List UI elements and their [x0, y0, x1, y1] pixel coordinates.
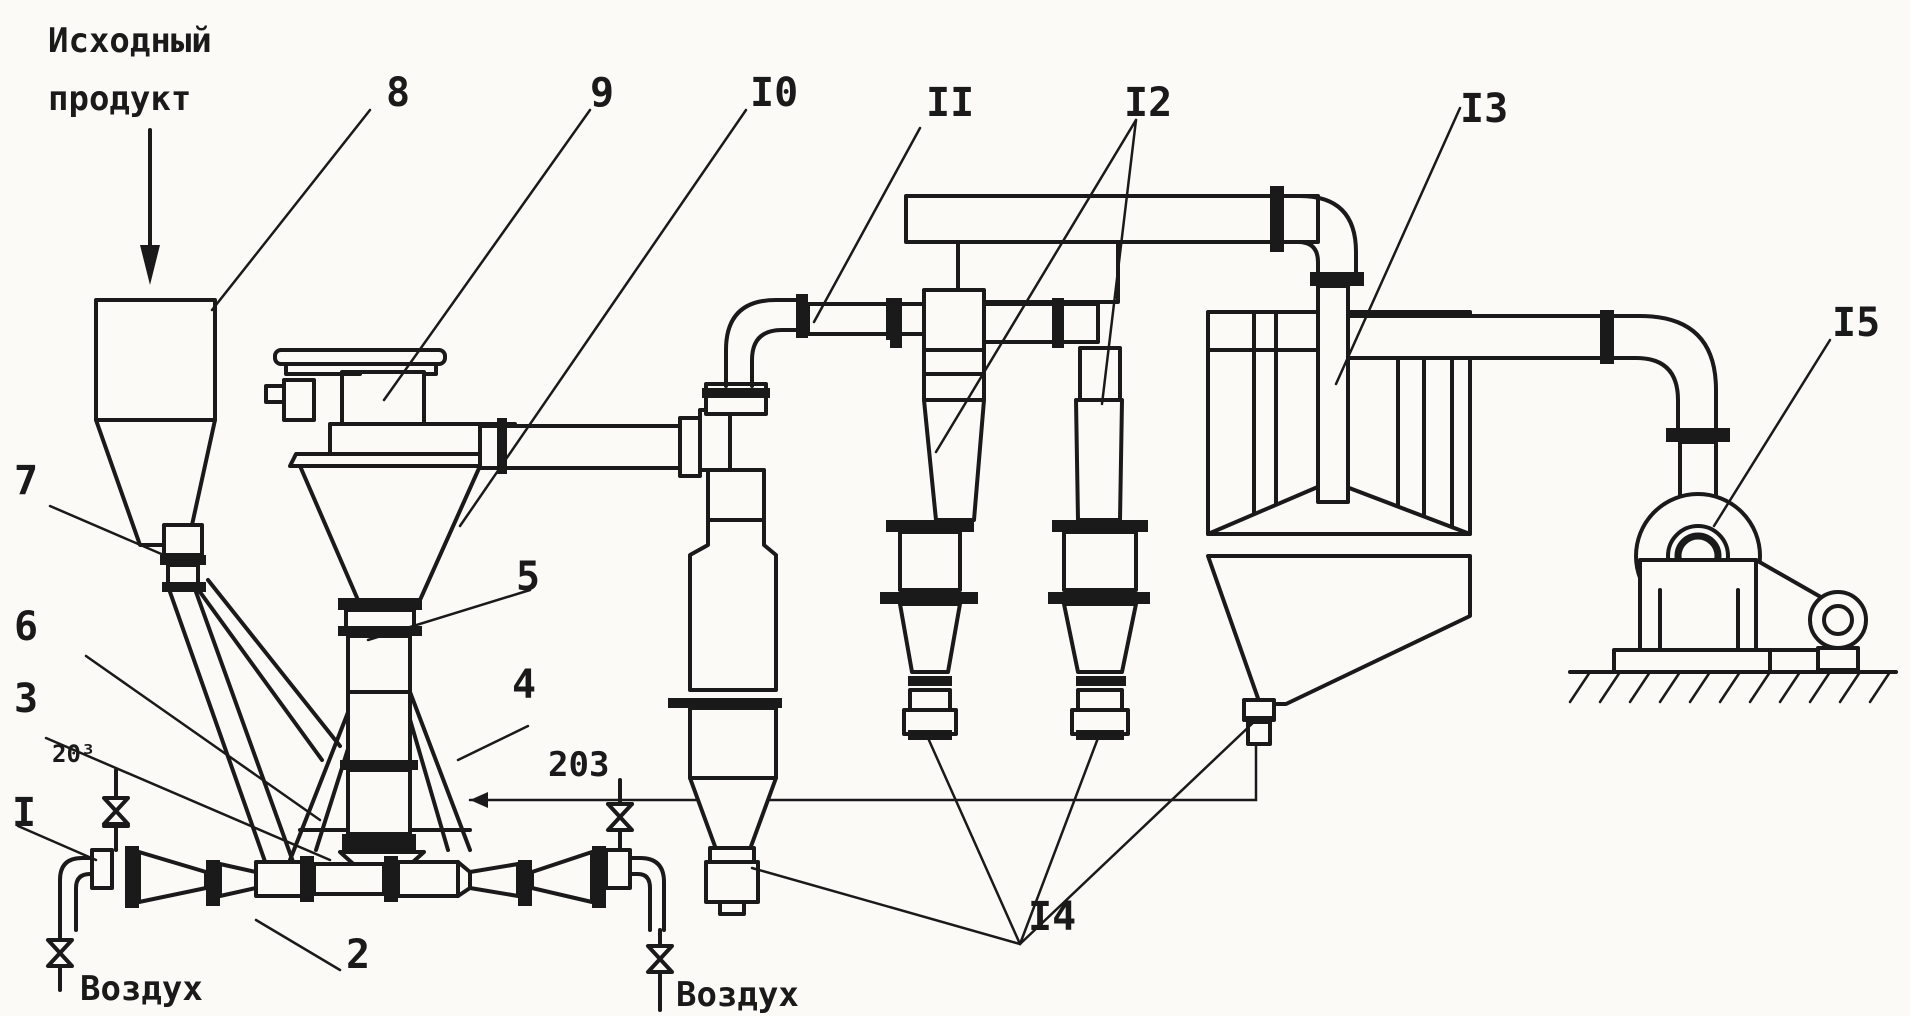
fan-duct — [1346, 310, 1730, 514]
feed-label-line1: Исходный — [48, 21, 212, 61]
air-inlet-label-left: Воздух — [80, 969, 203, 1009]
valve-label-right: 203 — [548, 745, 609, 785]
separator-outlet-pipe — [478, 416, 730, 478]
callout-6: 6 — [14, 604, 38, 650]
callout-1: I — [12, 790, 36, 836]
secondary-cyclone-b — [1048, 346, 1150, 740]
feed-label-line2: продукт — [48, 79, 191, 119]
callout-9: 9 — [590, 70, 614, 116]
callout-2: 2 — [346, 932, 370, 978]
feed-arrow — [140, 128, 160, 285]
secondary-cyclone-a — [880, 348, 986, 740]
riser-pipe — [698, 294, 940, 472]
bag-filter — [1206, 284, 1472, 746]
callout-12: I2 — [1124, 80, 1172, 126]
callout-13: I3 — [1460, 86, 1508, 132]
callout-3: 3 — [14, 676, 38, 722]
feed-hopper — [94, 298, 217, 592]
air-valve-right-top[interactable] — [606, 778, 634, 852]
callout-11: II — [926, 80, 974, 126]
air-valve-right-bottom[interactable] — [646, 928, 674, 1012]
callout-7: 7 — [14, 458, 38, 504]
cyclone-transfer-pipe — [890, 288, 1100, 352]
callout-leaders — [16, 106, 1832, 972]
callout-15: I5 — [1832, 300, 1880, 346]
callout-5: 5 — [516, 554, 540, 600]
cyclone-header — [904, 186, 1364, 304]
callout-10: I0 — [750, 70, 798, 116]
air-inlet-label-right: Воздух — [676, 975, 799, 1015]
jet-mill-chamber — [338, 690, 426, 872]
callout-4: 4 — [512, 662, 536, 708]
air-manifold — [58, 846, 666, 932]
callout-14: I4 — [1028, 894, 1076, 940]
air-valve-left-top[interactable] — [102, 768, 130, 852]
primary-cyclone — [668, 468, 782, 916]
exhaust-fan — [1568, 492, 1898, 704]
feed-pipes — [168, 578, 342, 872]
callout-8: 8 — [386, 70, 410, 116]
air-valve-left-bottom[interactable] — [46, 928, 74, 992]
classifier-drive — [264, 348, 447, 426]
